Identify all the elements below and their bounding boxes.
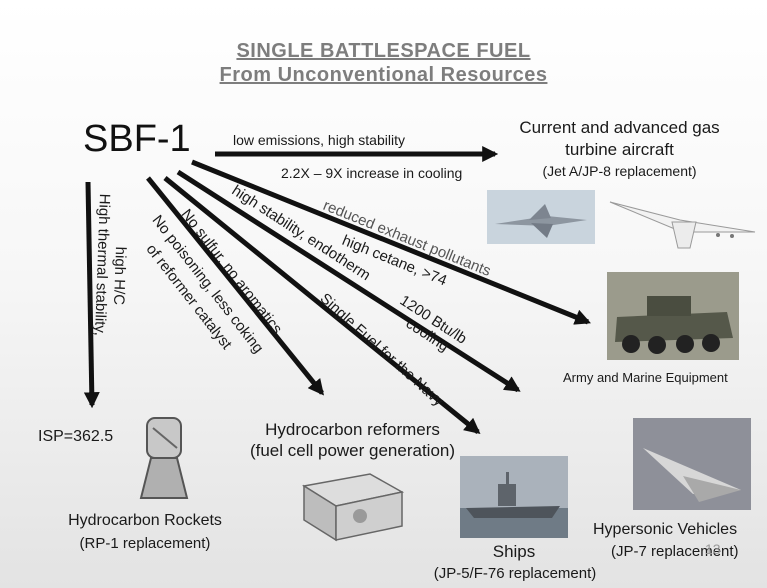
ship-image	[460, 456, 568, 538]
page-number: 13	[705, 541, 721, 557]
label-rockets-2: high H/C	[109, 246, 129, 306]
target-reformers-line2: (fuel cell power generation)	[249, 441, 456, 460]
label-aircraft-below: 2.2X – 9X increase in cooling	[281, 165, 463, 181]
arrow-to-ships	[163, 176, 481, 435]
target-ships-sub: (JP-5/F-76 replacement)	[433, 565, 597, 582]
target-aircraft-line2: turbine aircraft	[565, 140, 674, 159]
target-aircraft-line1: Current and advanced gas	[519, 118, 720, 137]
arrow-to-reformers	[146, 176, 325, 396]
fuel-cell-reformer-image	[298, 470, 406, 544]
target-rockets-line1: Hydrocarbon Rockets	[68, 512, 222, 529]
arrow-to-hypersonic	[176, 169, 521, 393]
arrow-to-rockets	[83, 181, 100, 409]
jet-fighter-image	[487, 190, 595, 244]
diagram-title-line2: From Unconventional Resources	[219, 64, 548, 86]
target-reformers-line1: Hydrocarbon reformers	[265, 420, 440, 439]
hypersonic-vehicle-image	[633, 418, 751, 510]
armored-vehicle-image	[607, 272, 739, 360]
label-aircraft-above: low emissions, high stability	[233, 132, 405, 148]
target-aircraft-sub: (Jet A/JP-8 replacement)	[542, 163, 697, 179]
cargo-aircraft-image	[600, 192, 760, 257]
target-hypersonic-sub: (JP-7 replacement)	[611, 543, 739, 560]
source-label: SBF-1	[83, 118, 191, 160]
target-rockets-sub: (RP-1 replacement)	[79, 535, 211, 552]
diagram-title-line1: SINGLE BATTLESPACE FUEL	[236, 40, 531, 62]
target-ships-line1: Ships	[492, 542, 536, 561]
rocket-engine-image	[137, 408, 193, 503]
rockets-isp: ISP=362.5	[38, 428, 114, 445]
arrow-to-army	[191, 159, 591, 325]
target-army: Army and Marine Equipment	[563, 370, 728, 385]
target-hypersonic-line1: Hypersonic Vehicles	[593, 521, 738, 538]
